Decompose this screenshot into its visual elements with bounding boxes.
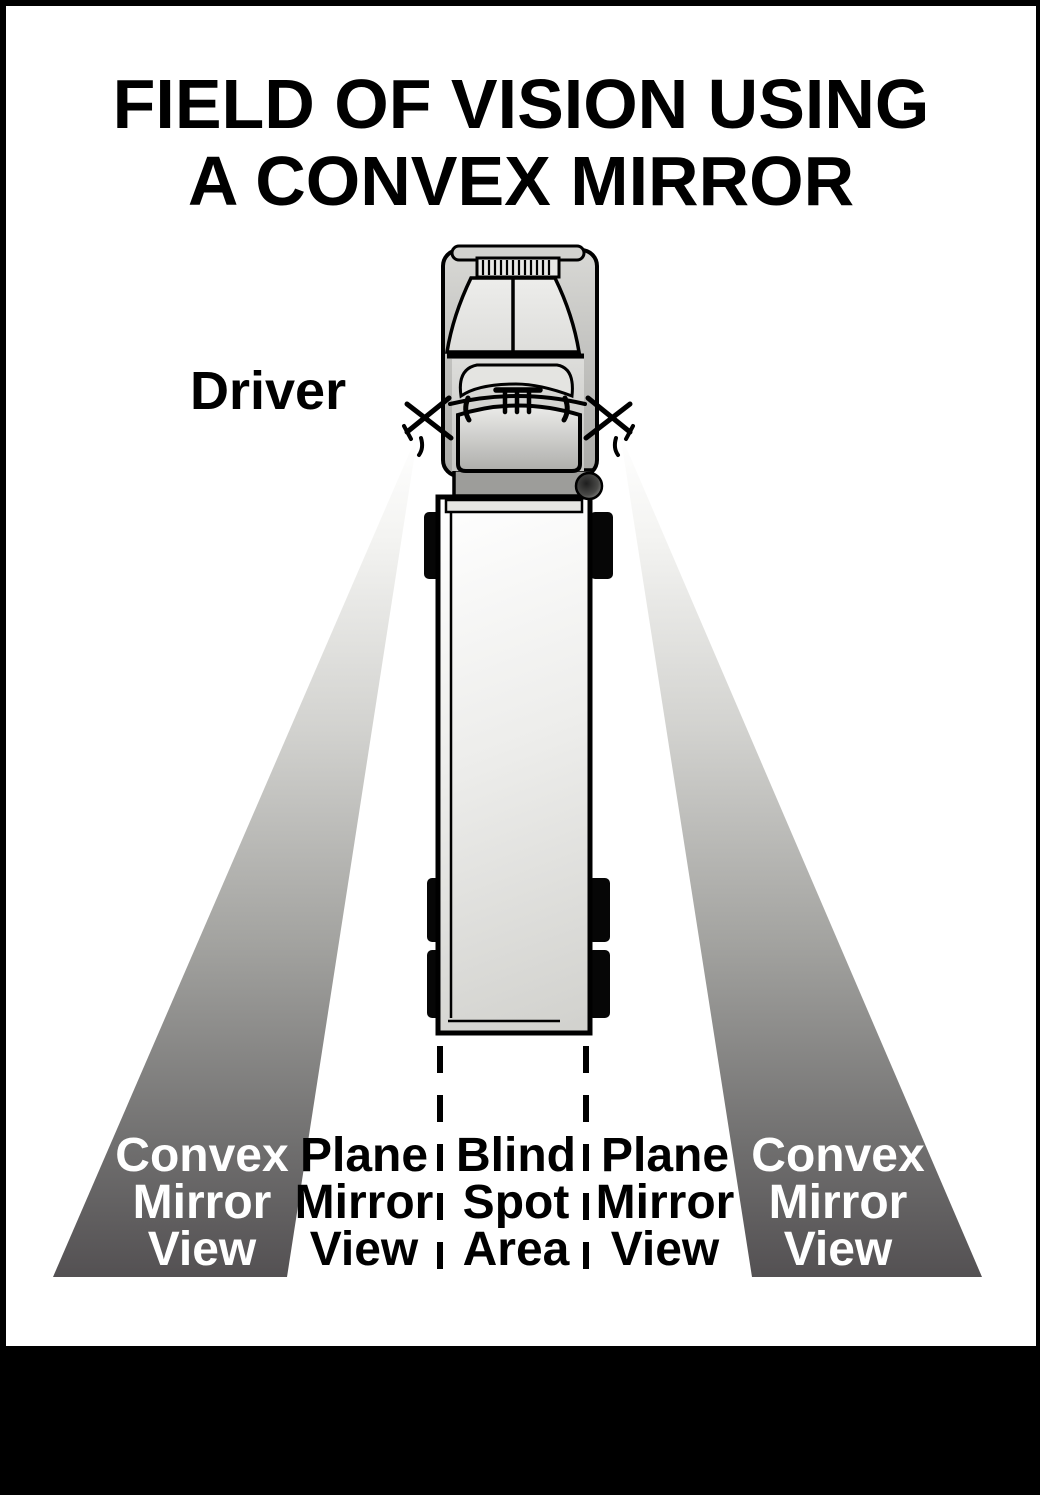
mirror-arm-left-strut-2 (404, 401, 454, 441)
zone-label-convex-mirror-view-right: Convex Mirror View (751, 1129, 925, 1276)
zone-label-plane-mirror-view-left: Plane Mirror View (294, 1129, 434, 1276)
cab (441, 244, 604, 501)
mirror-head-left (402, 424, 413, 441)
mirror-arm-left-strut-1 (404, 395, 452, 435)
trailer-body (435, 494, 593, 1036)
truck-illustration (402, 244, 635, 1036)
trailer-front-lip (444, 498, 584, 514)
right-convex-mirror-vision-cone (620, 433, 982, 1277)
driver-hand-right (561, 395, 570, 423)
dashboard (458, 363, 574, 399)
trailer (435, 494, 593, 1036)
cab-rear-deck (452, 468, 594, 498)
rear-wheel-right-2 (588, 950, 610, 1018)
zone-label-convex-mirror-view-left: Convex Mirror View (115, 1129, 289, 1276)
mirror-arm-left (402, 395, 454, 457)
exhaust-stack (574, 471, 604, 501)
driver-hand-left (463, 395, 472, 423)
mirror-bracket-left (417, 436, 425, 457)
driver-label: Driver (190, 361, 347, 421)
diagram-title: FIELD OF VISION USING A CONVEX MIRROR (112, 65, 930, 220)
zone-label-plane-mirror-view-right: Plane Mirror View (595, 1129, 735, 1276)
mirror-head-right (624, 424, 635, 441)
mirror-bracket-right (612, 436, 620, 457)
mirror-arm-right (583, 395, 635, 457)
driver-figure (448, 387, 587, 423)
grille-bars (481, 260, 551, 275)
rear-wheel-right-1 (588, 878, 610, 942)
left-convex-mirror-vision-cone (53, 433, 418, 1277)
front-wheel-right (590, 512, 613, 579)
driver-fingers (502, 389, 532, 415)
mirror-arm-right-strut-2 (583, 401, 633, 441)
zone-label-blind-spot-area: Blind Spot Area (456, 1129, 576, 1276)
mirror-arm-right-strut-1 (585, 395, 633, 435)
cab-seat-block (456, 403, 582, 473)
